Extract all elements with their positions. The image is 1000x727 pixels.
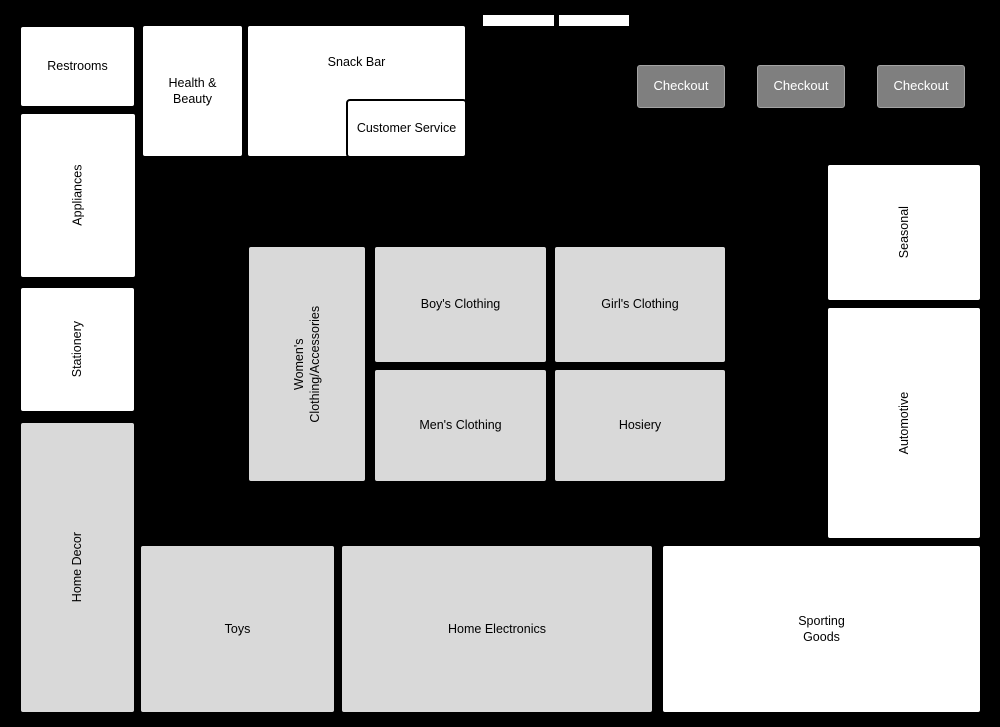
room-home-electronics-label: Home Electronics <box>448 621 546 636</box>
room-toys[interactable]: Toys <box>139 544 336 714</box>
room-automotive[interactable]: Automotive <box>826 306 982 540</box>
room-boys-clothing[interactable]: Boy's Clothing <box>373 245 548 364</box>
room-health-beauty-label: Health & Beauty <box>168 75 217 106</box>
room-womens-clothing-label: Women's Clothing/Accessories <box>291 305 322 423</box>
checkout-lane-2-label: Checkout <box>773 78 829 94</box>
room-stationery[interactable]: Stationery <box>19 286 136 413</box>
room-boys-clothing-label: Boy's Clothing <box>420 297 501 312</box>
room-girls-clothing[interactable]: Girl's Clothing <box>553 245 727 364</box>
room-seasonal-label: Seasonal <box>896 206 911 259</box>
room-mens-clothing[interactable]: Men's Clothing <box>373 368 548 483</box>
checkout-lane-2[interactable]: Checkout <box>757 65 845 108</box>
room-appliances-label: Appliances <box>70 164 85 227</box>
checkout-lane-1-label: Checkout <box>653 78 709 94</box>
room-seasonal[interactable]: Seasonal <box>826 163 982 302</box>
room-home-electronics[interactable]: Home Electronics <box>340 544 654 714</box>
room-sporting-goods-label: Sporting Goods <box>798 613 845 644</box>
room-health-beauty[interactable]: Health & Beauty <box>141 24 244 158</box>
room-hosiery-label: Hosiery <box>618 418 662 433</box>
room-girls-clothing-label: Girl's Clothing <box>601 297 679 312</box>
snack-bar-label-zone: Snack Bar <box>248 26 465 99</box>
room-womens-clothing[interactable]: Women's Clothing/Accessories <box>247 245 367 483</box>
room-hosiery[interactable]: Hosiery <box>553 368 727 483</box>
top-doorway-strip-1 <box>483 15 554 26</box>
top-doorway-strip-2 <box>559 15 629 26</box>
room-restrooms-label: Restrooms <box>47 59 108 74</box>
room-stationery-label: Stationery <box>70 321 85 378</box>
room-restrooms[interactable]: Restrooms <box>19 25 136 108</box>
room-home-decor-label: Home Decor <box>70 532 85 603</box>
checkout-lane-1[interactable]: Checkout <box>637 65 725 108</box>
room-toys-label: Toys <box>224 621 251 636</box>
room-appliances[interactable]: Appliances <box>19 112 137 279</box>
room-sporting-goods[interactable]: Sporting Goods <box>661 544 982 714</box>
room-customer-service[interactable]: Customer Service <box>346 99 467 158</box>
room-customer-service-label: Customer Service <box>356 121 457 136</box>
room-automotive-label: Automotive <box>896 391 911 455</box>
room-snack-bar-label: Snack Bar <box>327 55 386 70</box>
room-mens-clothing-label: Men's Clothing <box>419 418 502 433</box>
room-home-decor[interactable]: Home Decor <box>19 421 136 714</box>
checkout-lane-3-label: Checkout <box>893 78 949 94</box>
checkout-lane-3[interactable]: Checkout <box>877 65 965 108</box>
